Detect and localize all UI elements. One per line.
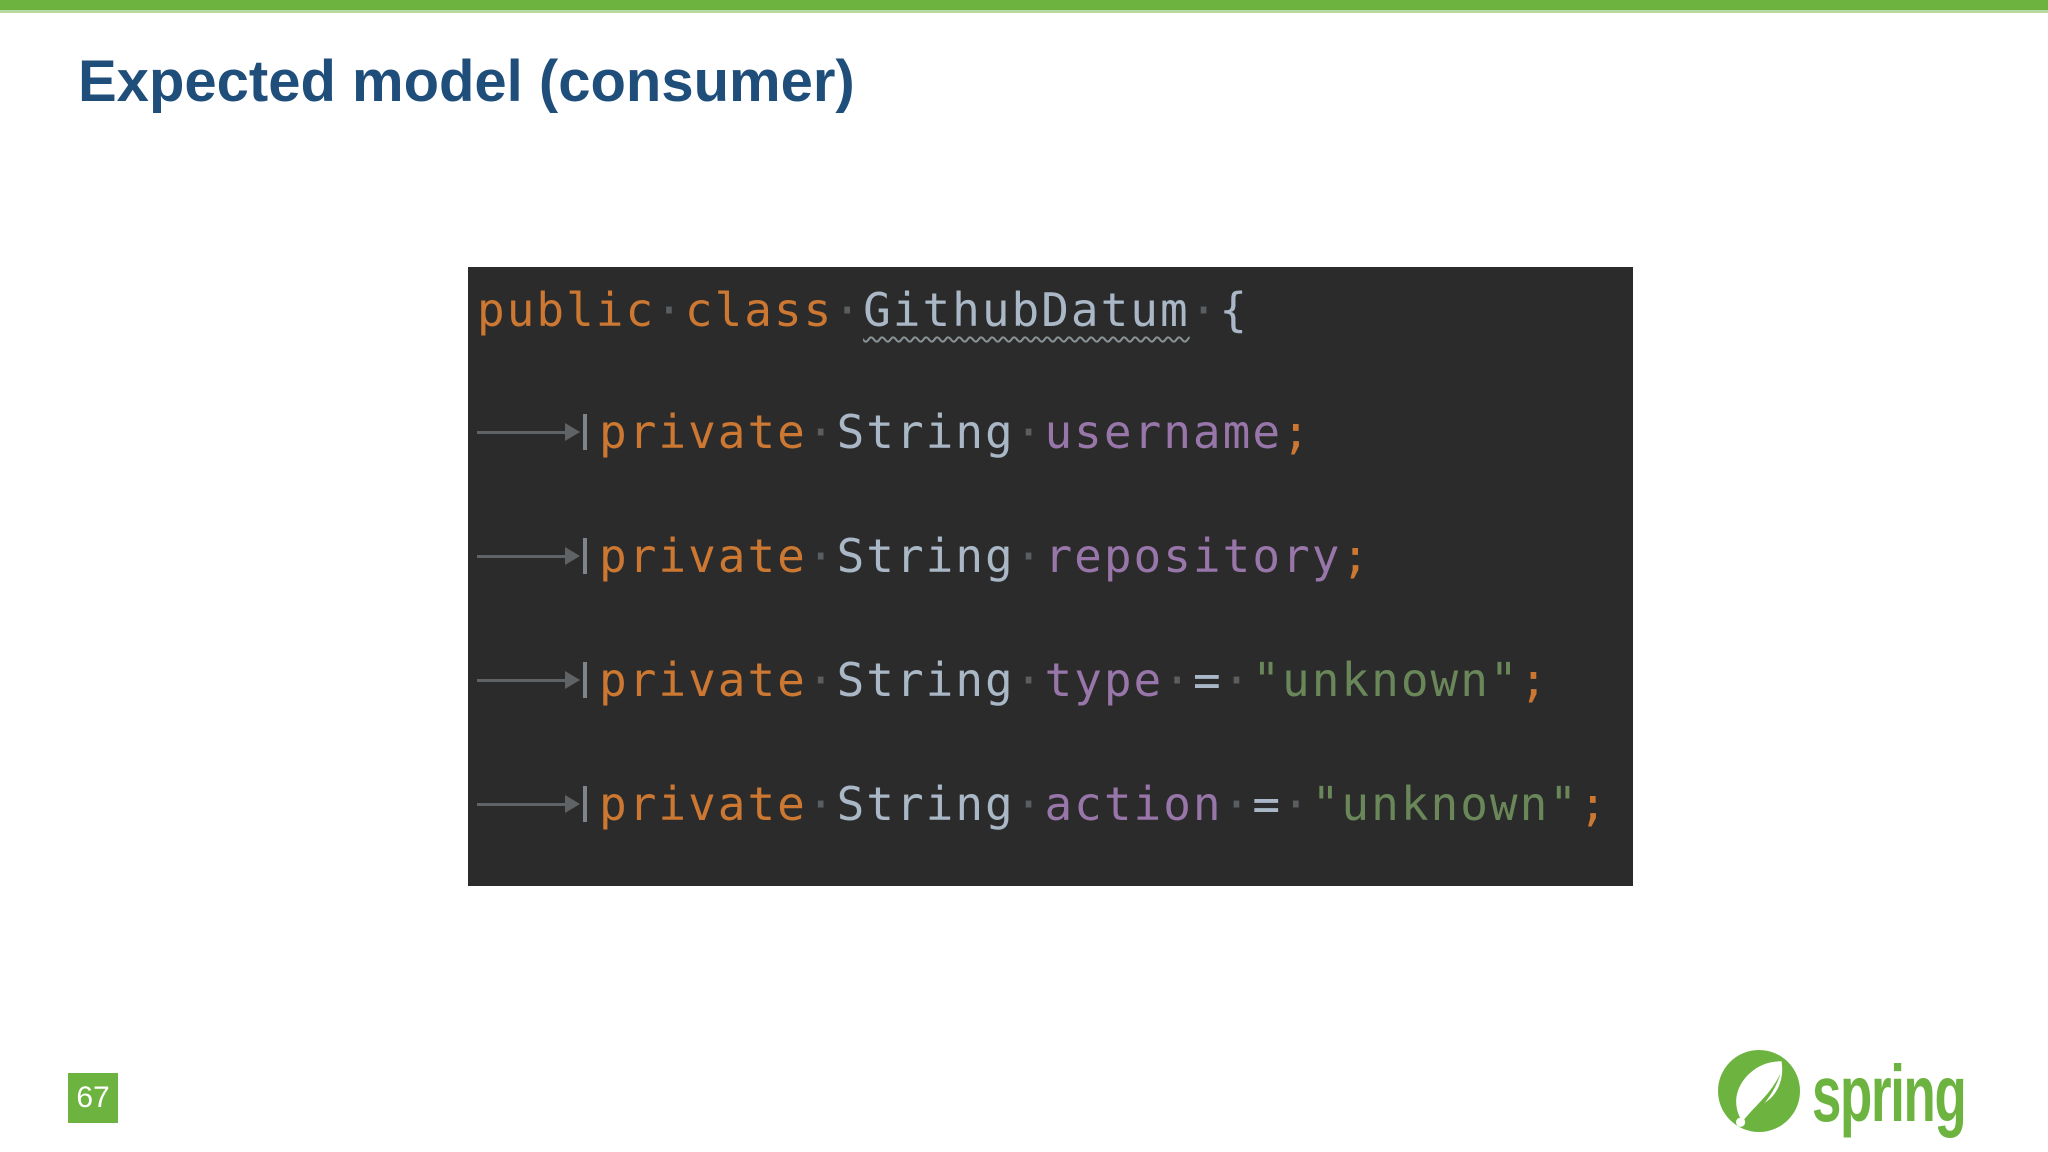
- code-token: ·: [1222, 777, 1253, 831]
- code-token: repository: [1044, 529, 1342, 583]
- code-token: ·: [806, 653, 837, 707]
- code-token: ·: [1014, 653, 1045, 707]
- tab-whitespace-indicator: [477, 662, 593, 698]
- code-token: public: [477, 283, 656, 337]
- code-token: private: [599, 777, 807, 831]
- code-token: ;: [1519, 653, 1550, 707]
- code-token: type: [1044, 653, 1164, 707]
- code-token: ·: [1282, 777, 1312, 831]
- code-editor-screenshot: public·class·GithubDatum·{private·String…: [468, 267, 1633, 886]
- code-token: ·: [806, 529, 837, 583]
- top-accent-bar: [0, 0, 2048, 10]
- spring-logo-text: spring: [1812, 1049, 1967, 1138]
- top-accent-bar-highlight: [0, 10, 2048, 13]
- tab-whitespace-indicator: [477, 538, 593, 574]
- code-token: username: [1044, 405, 1283, 459]
- code-token: ;: [1578, 777, 1609, 831]
- code-token: String: [836, 529, 1015, 583]
- code-token: =: [1252, 777, 1283, 831]
- code-token: ·: [1014, 777, 1045, 831]
- code-token: String: [836, 777, 1015, 831]
- page-title: Expected model (consumer): [78, 49, 855, 114]
- tab-whitespace-indicator: [477, 786, 593, 822]
- page-number-badge: 67: [68, 1073, 118, 1123]
- code-token: "unknown": [1252, 653, 1520, 707]
- code-token: String: [836, 405, 1015, 459]
- code-line: public·class·GithubDatum·{: [477, 283, 1250, 337]
- code-token: ·: [655, 283, 685, 337]
- spring-leaf-icon: [1718, 1050, 1800, 1132]
- code-token: private: [599, 405, 807, 459]
- code-token: ·: [1163, 653, 1193, 707]
- code-token: private: [599, 529, 807, 583]
- code-token: ·: [833, 283, 864, 337]
- tab-whitespace-indicator: [477, 414, 593, 450]
- code-line: private·String·username;: [477, 405, 1312, 459]
- code-token: ·: [806, 777, 837, 831]
- code-token: "unknown": [1311, 777, 1579, 831]
- spring-logo: spring: [1718, 1050, 2044, 1134]
- code-line: private·String·type·=·"unknown";: [477, 653, 1550, 707]
- code-line: private·String·action·=·"unknown";: [477, 777, 1609, 831]
- code-token: ·: [1222, 653, 1253, 707]
- code-token: ;: [1282, 405, 1312, 459]
- code-token: ·: [1014, 529, 1045, 583]
- code-token: private: [599, 653, 807, 707]
- code-token: action: [1044, 777, 1223, 831]
- code-token: String: [836, 653, 1015, 707]
- code-token: ·: [1189, 283, 1220, 337]
- code-token: =: [1192, 653, 1223, 707]
- code-token: ;: [1341, 529, 1372, 583]
- code-token: GithubDatum: [863, 283, 1190, 337]
- code-token: {: [1219, 283, 1250, 337]
- code-token: class: [684, 283, 834, 337]
- code-token: ·: [806, 405, 837, 459]
- code-line: private·String·repository;: [477, 529, 1372, 583]
- code-token: ·: [1014, 405, 1045, 459]
